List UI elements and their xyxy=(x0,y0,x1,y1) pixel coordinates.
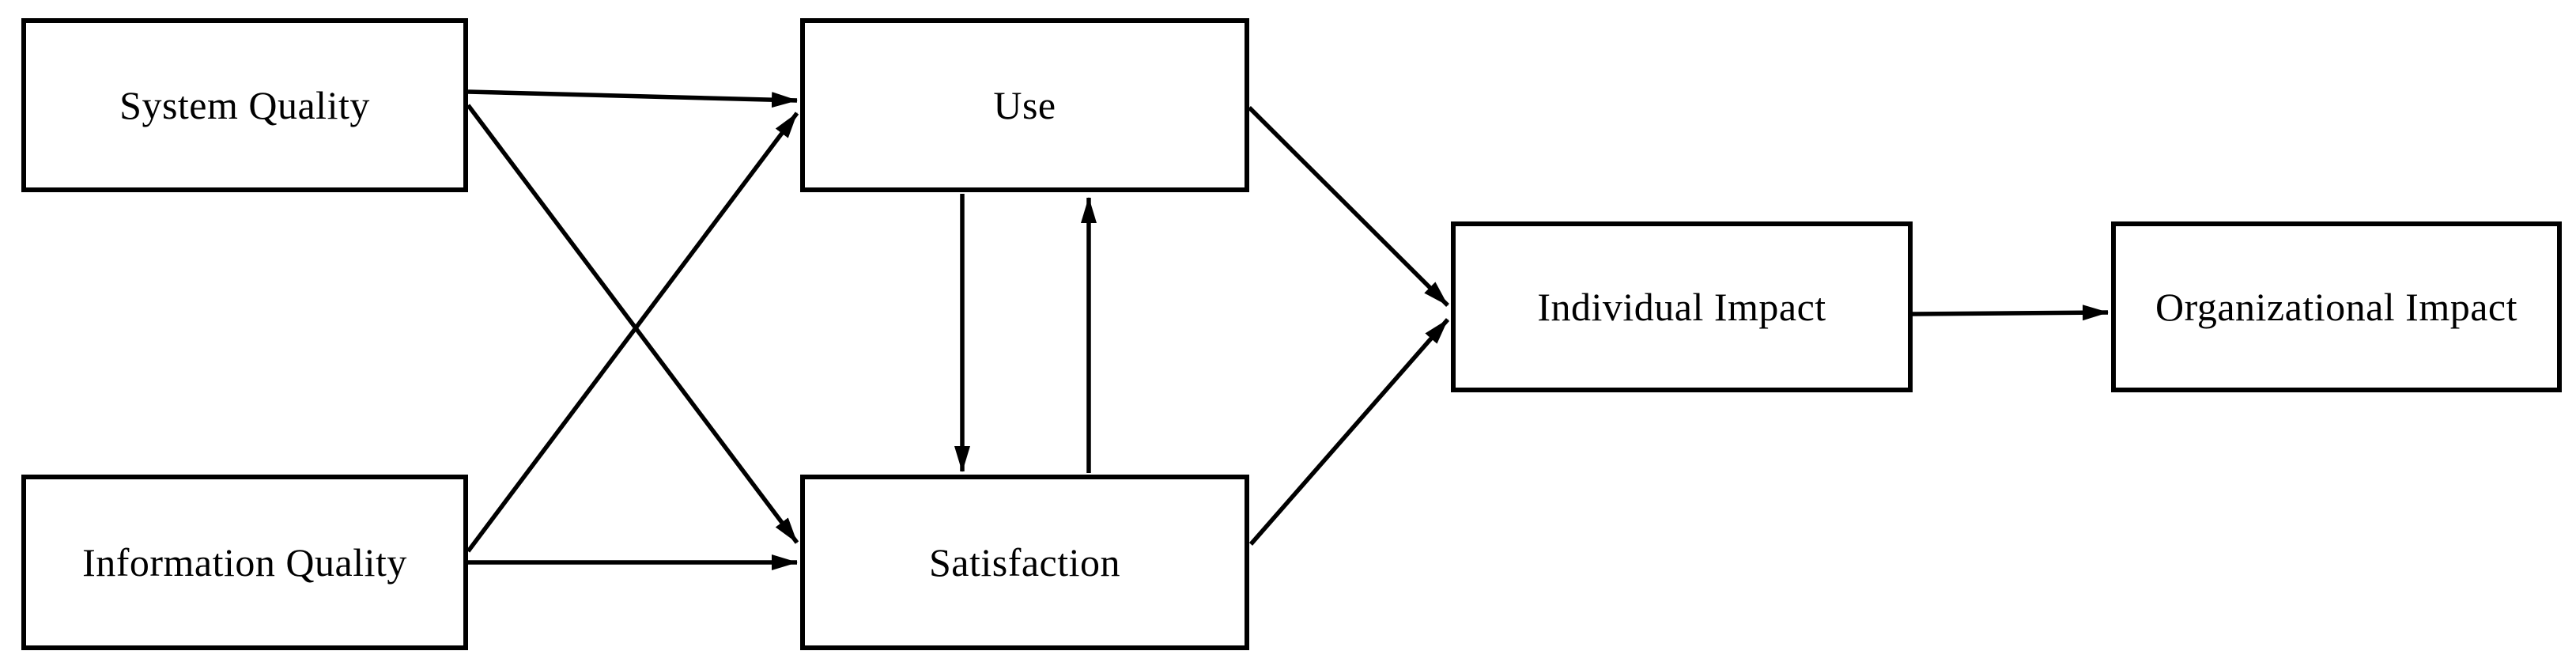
edge-use-to-individual-impact-arrow xyxy=(1248,106,1449,307)
node-use: Use xyxy=(800,18,1249,192)
node-individual-impact-label: Individual Impact xyxy=(1537,285,1826,329)
edge-individual-impact-to-organizational-impact-arrow xyxy=(1912,305,2109,321)
node-organizational-impact-label: Organizational Impact xyxy=(2155,285,2517,329)
node-system-quality-label: System Quality xyxy=(119,83,370,127)
node-satisfaction-label: Satisfaction xyxy=(928,540,1121,585)
node-system-quality: System Quality xyxy=(21,18,468,192)
node-information-quality: Information Quality xyxy=(21,475,468,650)
node-organizational-impact: Organizational Impact xyxy=(2111,221,2562,392)
node-individual-impact: Individual Impact xyxy=(1451,221,1913,392)
node-use-label: Use xyxy=(993,83,1056,127)
edge-information-quality-to-use-arrow xyxy=(466,112,799,553)
edge-system-quality-to-satisfaction-arrow xyxy=(466,104,799,544)
node-satisfaction: Satisfaction xyxy=(800,475,1249,650)
edge-satisfaction-to-individual-impact-arrow xyxy=(1248,318,1450,546)
node-information-quality-label: Information Quality xyxy=(82,540,407,585)
edge-system-quality-to-use-arrow xyxy=(467,89,798,108)
